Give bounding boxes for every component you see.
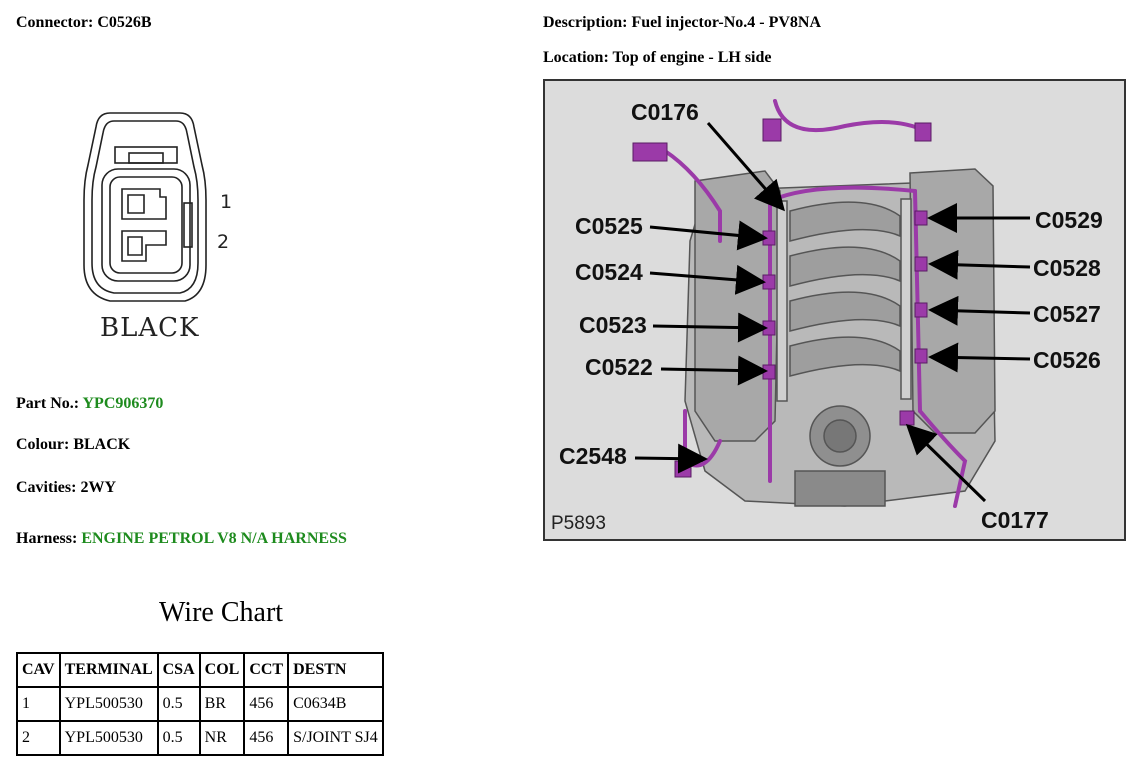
engine-location-figure: C0176 C0525 C0524 C0523 C0522 C2548 C052… <box>543 79 1126 541</box>
description-value: Fuel injector-No.4 - PV8NA <box>631 14 822 31</box>
cell-destn: S/JOINT SJ4 <box>287 720 384 756</box>
callout-c2548: C2548 <box>559 443 627 469</box>
callout-c0522: C0522 <box>585 354 653 380</box>
part-number-row: Part No.: YPC906370 <box>16 395 163 413</box>
location-heading: Location: Top of engine - LH side <box>543 49 772 67</box>
location-label: Location: <box>543 49 609 66</box>
callout-c0177: C0177 <box>981 507 1049 533</box>
connector-value: C0526B <box>97 14 152 31</box>
header-cav: CAV <box>16 652 61 688</box>
description-heading: Description: Fuel injector-No.4 - PV8NA <box>543 14 821 32</box>
wire-chart-title: Wire Chart <box>159 597 284 628</box>
description-label: Description: <box>543 14 628 31</box>
wire-chart-table: CAV TERMINAL CSA COL CCT DESTN 1 YPL5005… <box>16 652 384 756</box>
callout-c0529: C0529 <box>1035 207 1103 233</box>
cavities-value: 2WY <box>80 479 116 496</box>
part-number-label: Part No.: <box>16 395 80 412</box>
cell-terminal: YPL500530 <box>58 686 159 722</box>
table-header-row: CAV TERMINAL CSA COL CCT DESTN <box>16 652 384 688</box>
callout-c0176: C0176 <box>631 99 699 125</box>
callout-c0523: C0523 <box>579 312 647 338</box>
location-value: Top of engine - LH side <box>612 49 772 66</box>
callout-c0526: C0526 <box>1033 347 1101 373</box>
colour-value: BLACK <box>73 436 131 453</box>
pin-label-2: 2 <box>217 231 230 253</box>
cell-destn: C0634B <box>287 686 384 722</box>
cell-col: NR <box>198 720 246 756</box>
callout-c0527: C0527 <box>1033 301 1101 327</box>
colour-label: Colour: <box>16 436 70 453</box>
header-terminal: TERMINAL <box>58 652 159 688</box>
connector-label: Connector: <box>16 14 94 31</box>
header-col: COL <box>198 652 246 688</box>
colour-row: Colour: BLACK <box>16 436 130 454</box>
connector-heading: Connector: C0526B <box>16 14 152 32</box>
header-destn: DESTN <box>287 652 384 688</box>
cell-cct: 456 <box>243 686 290 722</box>
cavities-row: Cavities: 2WY <box>16 479 116 497</box>
header-csa: CSA <box>156 652 201 688</box>
table-row: 2 YPL500530 0.5 NR 456 S/JOINT SJ4 <box>16 720 384 756</box>
cavities-label: Cavities: <box>16 479 77 496</box>
harness-label: Harness: <box>16 530 78 547</box>
part-number-value: YPC906370 <box>82 395 164 412</box>
cell-csa: 0.5 <box>156 720 201 756</box>
connector-face-drawing <box>83 112 207 302</box>
callout-c0524: C0524 <box>575 259 643 285</box>
connector-color-label: BLACK <box>100 313 200 343</box>
connector-face-diagram: 1 2 BLACK <box>80 105 260 355</box>
header-cct: CCT <box>243 652 290 688</box>
callout-c0528: C0528 <box>1033 255 1101 281</box>
table-row: 1 YPL500530 0.5 BR 456 C0634B <box>16 686 384 722</box>
pin-label-1: 1 <box>220 191 233 213</box>
cell-cct: 456 <box>243 720 290 756</box>
cell-csa: 0.5 <box>156 686 201 722</box>
cell-col: BR <box>198 686 246 722</box>
engine-illustration <box>632 99 1031 508</box>
harness-row: Harness: ENGINE PETROL V8 N/A HARNESS <box>16 530 347 548</box>
cell-cav: 1 <box>16 686 61 722</box>
callout-c0525: C0525 <box>575 213 643 239</box>
harness-value: ENGINE PETROL V8 N/A HARNESS <box>81 530 347 547</box>
figure-id: P5893 <box>551 513 606 534</box>
cell-terminal: YPL500530 <box>58 720 159 756</box>
cell-cav: 2 <box>16 720 61 756</box>
